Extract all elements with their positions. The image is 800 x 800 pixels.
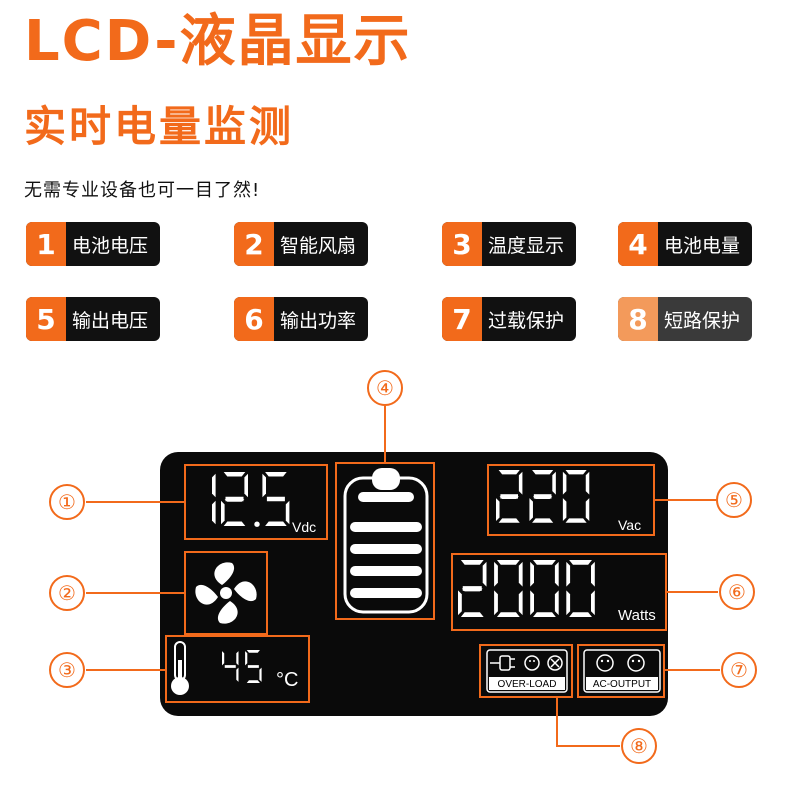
feature-number: 6	[234, 297, 274, 341]
output-power-unit: Watts	[618, 607, 656, 624]
callout-4: ④	[376, 376, 394, 400]
overload-label: OVER-LOAD	[498, 679, 557, 690]
feature-label: 温度显示	[488, 234, 565, 257]
callout-lines	[86, 406, 720, 747]
lcd-panel	[160, 452, 668, 716]
feature-number: 4	[618, 222, 658, 266]
callout-markers	[49, 370, 757, 764]
feature-label: 输出电压	[72, 309, 149, 332]
callout-8: ⑧	[630, 734, 648, 758]
fan-icon	[195, 562, 257, 624]
feature-number: 3	[442, 222, 482, 266]
feature-tag-short-circuit-protection: 8 短路保护	[618, 297, 752, 341]
page-description: 无需专业设备也可一目了然!	[24, 180, 261, 201]
feature-tag-battery-voltage: 1 电池电压	[26, 222, 160, 266]
callout-6: ⑥	[728, 580, 746, 604]
battery-voltage-unit: Vdc	[292, 519, 316, 535]
feature-tag-output-power: 6 输出功率	[234, 297, 368, 341]
feature-label: 短路保护	[664, 309, 741, 332]
feature-number: 5	[26, 297, 66, 341]
callout-5: ⑤	[725, 488, 743, 512]
thermometer-icon	[171, 641, 189, 695]
feature-label: 电池电量	[664, 234, 741, 257]
overload-frame	[479, 644, 573, 698]
feature-tag-smart-fan: 2 智能风扇	[234, 222, 368, 266]
close-circle-icon	[547, 655, 563, 671]
feature-label: 智能风扇	[280, 234, 357, 257]
plug-icon	[490, 655, 515, 671]
page-subtitle: 实时电量监测	[24, 102, 295, 151]
ac-output-label: AC-OUTPUT	[593, 679, 651, 690]
feature-tag-battery-level: 4 电池电量	[618, 222, 752, 266]
feature-label: 过载保护	[488, 309, 565, 332]
battery-level-icon	[343, 468, 429, 614]
feature-label: 输出功率	[280, 309, 357, 332]
callout-2: ②	[58, 581, 76, 605]
battery-voltage-digits	[212, 472, 290, 527]
callout-7: ⑦	[730, 658, 748, 682]
output-voltage-unit: Vac	[618, 517, 641, 533]
temperature-unit: °C	[276, 669, 298, 691]
ac-outlet-icon	[596, 654, 645, 672]
feature-tag-output-voltage: 5 输出电压	[26, 297, 160, 341]
feature-tag-temperature: 3 温度显示	[442, 222, 576, 266]
feature-tag-overload-protection: 7 过载保护	[442, 297, 576, 341]
feature-number: 1	[26, 222, 66, 266]
outlet-icon	[524, 655, 540, 671]
feature-number: 2	[234, 222, 274, 266]
feature-number: 8	[618, 297, 658, 341]
callout-1: ①	[58, 490, 76, 514]
feature-number: 7	[442, 297, 482, 341]
page-title: LCD-液晶显示	[24, 9, 412, 74]
callout-3: ③	[58, 658, 76, 682]
feature-label: 电池电压	[72, 234, 149, 257]
